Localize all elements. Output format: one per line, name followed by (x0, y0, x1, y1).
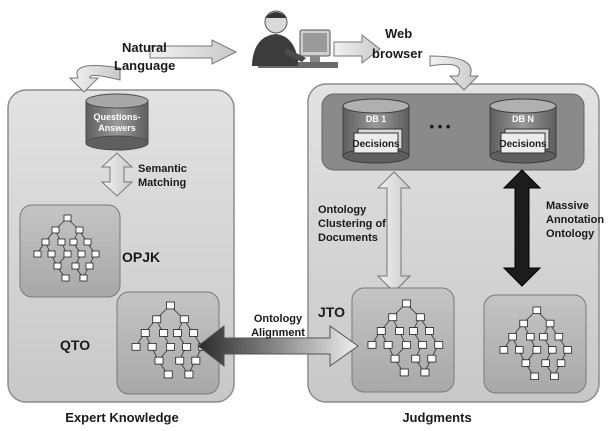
qto-label: QTO (60, 337, 90, 353)
db1-decisions: Decisions (352, 139, 400, 150)
natural-language-down-arrow (68, 65, 121, 93)
db-label-line2: Answers (98, 123, 136, 133)
alignment-line2: Alignment (251, 327, 305, 339)
clustering-line1: Ontology (318, 204, 367, 216)
semantic-matching-arrow (100, 152, 134, 197)
web-line1: Web (385, 26, 412, 41)
to-web-browser-arrow (333, 33, 381, 65)
dbn-database: DB N Decisions (489, 98, 557, 164)
clustering-line3: Documents (318, 232, 378, 244)
db1-label: DB 1 (366, 114, 387, 124)
jto-tree-icon (367, 299, 444, 377)
opjk-label: OPJK (122, 249, 160, 265)
alignment-line1: Ontology (254, 313, 303, 325)
dbn-label: DB N (512, 114, 534, 124)
jto-label: JTO (318, 304, 345, 320)
massive-line1: Massive (546, 200, 589, 212)
db-label-line1: Questions- (93, 112, 140, 122)
questions-answers-database: Questions- Answers (85, 93, 149, 151)
expert-knowledge-caption: Expert Knowledge (65, 410, 178, 425)
database-ellipsis: • • • (430, 119, 451, 134)
clustering-line2: Clustering of (318, 218, 386, 230)
opjk-tree-icon (33, 214, 100, 282)
ontology-alignment-arrow (197, 324, 359, 368)
semantic-line2: Matching (138, 177, 186, 189)
semantic-line1: Semantic (138, 163, 187, 175)
annotation-tree-icon (499, 306, 572, 380)
judgments-caption: Judgments (402, 410, 471, 425)
web-browser-down-arrow (429, 55, 480, 91)
natural-line2: Language (114, 58, 175, 73)
qto-tree-icon (131, 301, 208, 379)
massive-line2: Annotation (546, 214, 604, 226)
db1-database: DB 1 Decisions (342, 98, 410, 164)
user-at-computer-icon (252, 10, 338, 68)
jto-ontology-box (351, 287, 455, 393)
massive-line3: Ontology (546, 228, 595, 240)
massive-annotation-arrow (502, 169, 542, 287)
web-line2: browser (372, 46, 423, 61)
dbn-decisions: Decisions (499, 139, 547, 150)
natural-line1: Natural (122, 40, 167, 55)
annotation-ontology-box (483, 294, 587, 394)
to-natural-language-arrow (149, 39, 238, 65)
